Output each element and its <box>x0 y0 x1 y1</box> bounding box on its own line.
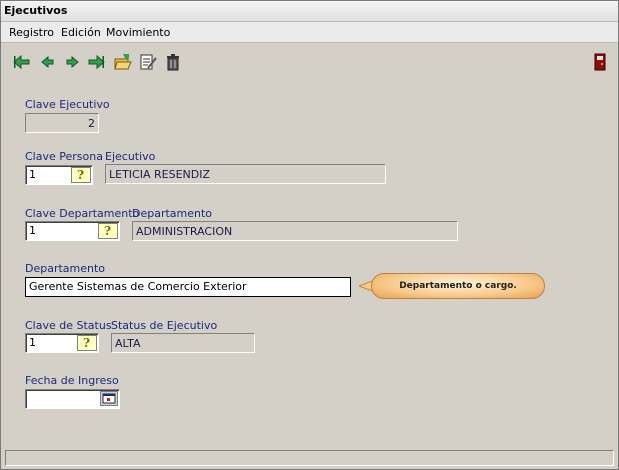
exit-door-icon[interactable] <box>591 53 609 71</box>
menu-movimiento[interactable]: Movimiento <box>106 26 171 39</box>
clave-ejecutivo-field: 2 <box>25 113 99 133</box>
open-icon[interactable] <box>114 53 132 71</box>
clave-status-lookup-button[interactable]: ? <box>77 335 97 351</box>
departamento-label: Departamento <box>25 262 106 275</box>
status-bar <box>5 450 614 466</box>
status-ejecutivo-field: ALTA <box>111 333 255 353</box>
next-record-icon[interactable] <box>63 53 81 71</box>
menu-registro[interactable]: Registro <box>9 26 55 39</box>
question-icon: ? <box>83 336 91 350</box>
ejecutivo-field: LETICIA RESENDIZ <box>105 164 386 184</box>
calendar-icon <box>102 393 116 404</box>
clave-persona-label: Clave Persona <box>25 150 103 163</box>
clave-persona-lookup-button[interactable]: ? <box>71 167 91 183</box>
title-bar: Ejecutivos <box>1 1 618 22</box>
question-icon: ? <box>104 224 112 238</box>
clave-departamento-label: Clave Departamento <box>25 207 140 220</box>
menu-bar: Registro Edición Movimiento <box>1 22 618 43</box>
prev-record-icon[interactable] <box>39 53 57 71</box>
clave-ejecutivo-label: Clave Ejecutivo <box>25 98 110 111</box>
last-record-icon[interactable] <box>87 53 105 71</box>
edit-icon[interactable] <box>139 53 157 71</box>
window-title: Ejecutivos <box>4 4 68 17</box>
first-record-icon[interactable] <box>13 53 31 71</box>
tooltip-text: Departamento o cargo. <box>371 273 545 299</box>
clave-departamento-lookup-button[interactable]: ? <box>98 223 118 239</box>
fecha-ingreso-label: Fecha de Ingreso <box>25 374 119 387</box>
calendar-button[interactable] <box>100 391 118 406</box>
fecha-ingreso-input[interactable] <box>25 389 120 409</box>
clave-status-label: Clave de Status <box>25 319 112 332</box>
ejecutivo-label: Ejecutivo <box>105 150 156 163</box>
delete-icon[interactable] <box>164 53 182 71</box>
departamento-desc-label: Departamento <box>132 207 213 220</box>
menu-edicion[interactable]: Edición <box>61 26 101 39</box>
status-ejecutivo-label: Status de Ejecutivo <box>111 319 218 332</box>
departamento-desc-field: ADMINISTRACION <box>132 221 458 241</box>
departamento-input[interactable]: Gerente Sistemas de Comercio Exterior <box>25 277 351 297</box>
tooltip: Departamento o cargo. <box>359 273 545 299</box>
question-icon: ? <box>77 168 85 182</box>
clave-departamento-input[interactable]: 1 <box>25 221 120 241</box>
